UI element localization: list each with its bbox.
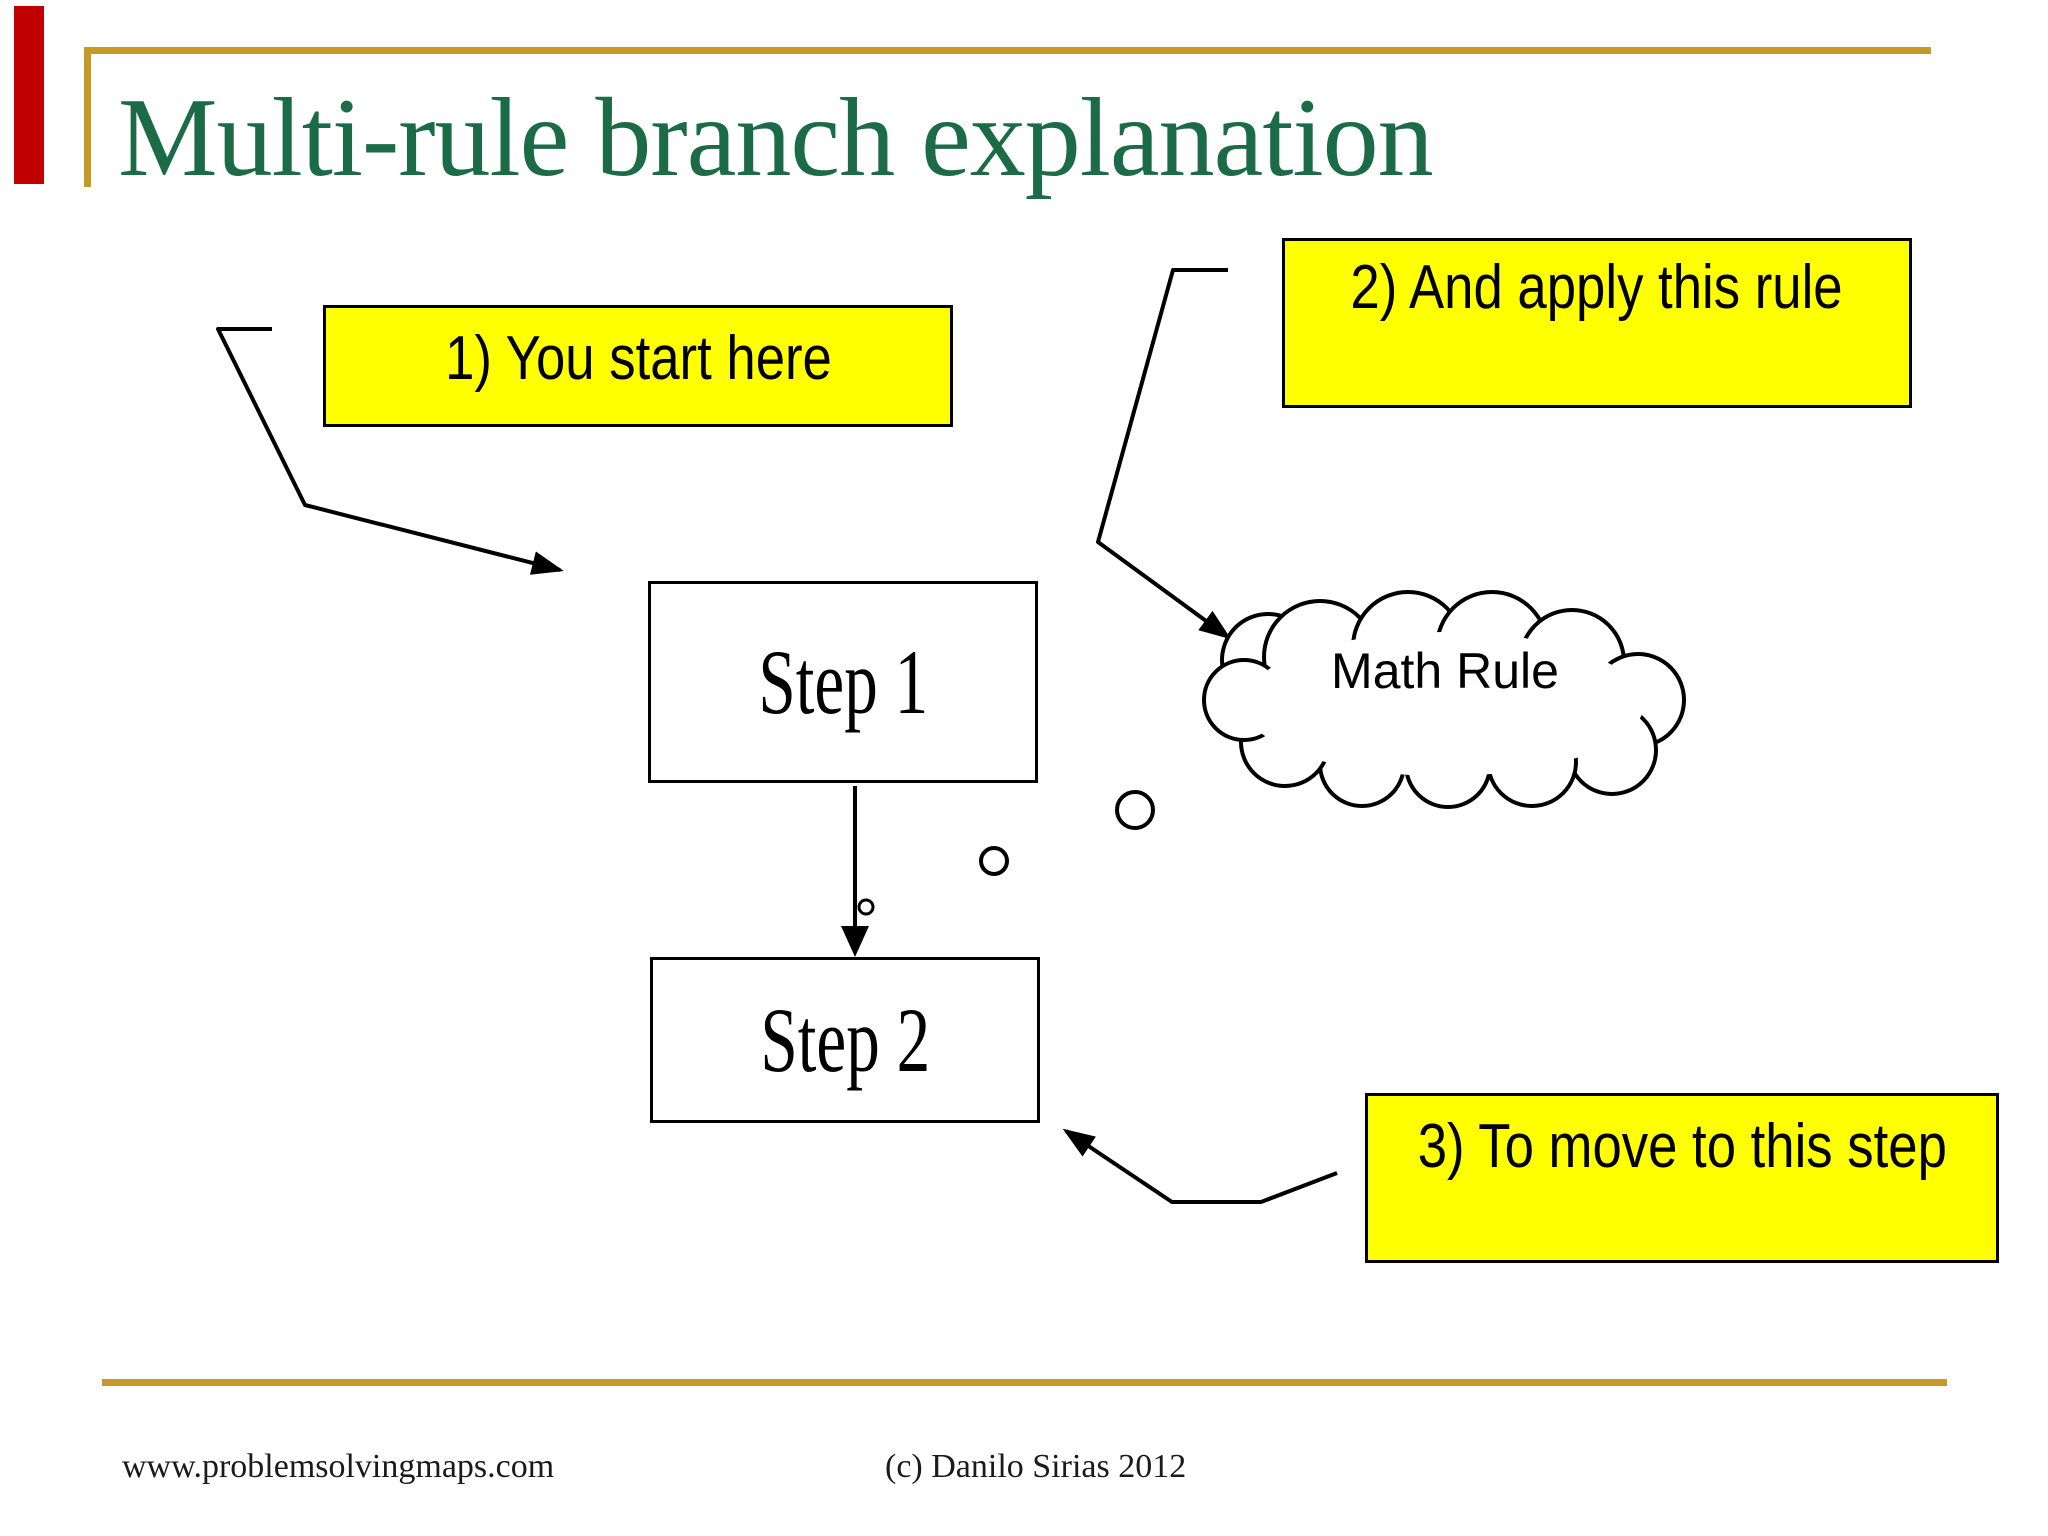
step-2-box: Step 2 [650, 957, 1040, 1123]
callout-3-label: 3) To move to this step [1417, 1112, 1947, 1181]
gold-bottom-rule [102, 1379, 1947, 1386]
gold-top-rule [84, 47, 1931, 54]
callout-1-leader-arrow [216, 327, 564, 575]
step-2-label: Step 2 [760, 989, 930, 1091]
callout-2-label: 2) And apply this rule [1350, 253, 1844, 322]
callout-1-box: 1) You start here [323, 305, 953, 427]
slide-title: Multi-rule branch explanation [118, 76, 1434, 200]
callout-2-box: 2) And apply this rule [1282, 238, 1912, 408]
cloud-label: Math Rule [1331, 643, 1559, 699]
thought-cloud-shape [1202, 590, 1686, 809]
callout-3-box: 3) To move to this step [1365, 1093, 1999, 1263]
footer-copyright-text: (c) Danilo Sirias 2012 [885, 1448, 1187, 1485]
thought-bubble-medium [979, 846, 1009, 876]
red-accent-bar [14, 6, 44, 184]
step1-to-step2-arrow [841, 786, 869, 957]
thought-bubble-small [857, 898, 875, 916]
callout-2-leader-arrow [1096, 268, 1232, 640]
gold-corner-rule [84, 47, 91, 187]
step-1-box: Step 1 [648, 581, 1038, 783]
callout-3-leader-arrow [1062, 1128, 1338, 1204]
footer-website-text: www.problemsolvingmaps.com [122, 1448, 555, 1485]
step-1-label: Step 1 [758, 631, 928, 733]
thought-bubble-large [1115, 790, 1155, 830]
callout-1-label: 1) You start here [444, 324, 832, 393]
